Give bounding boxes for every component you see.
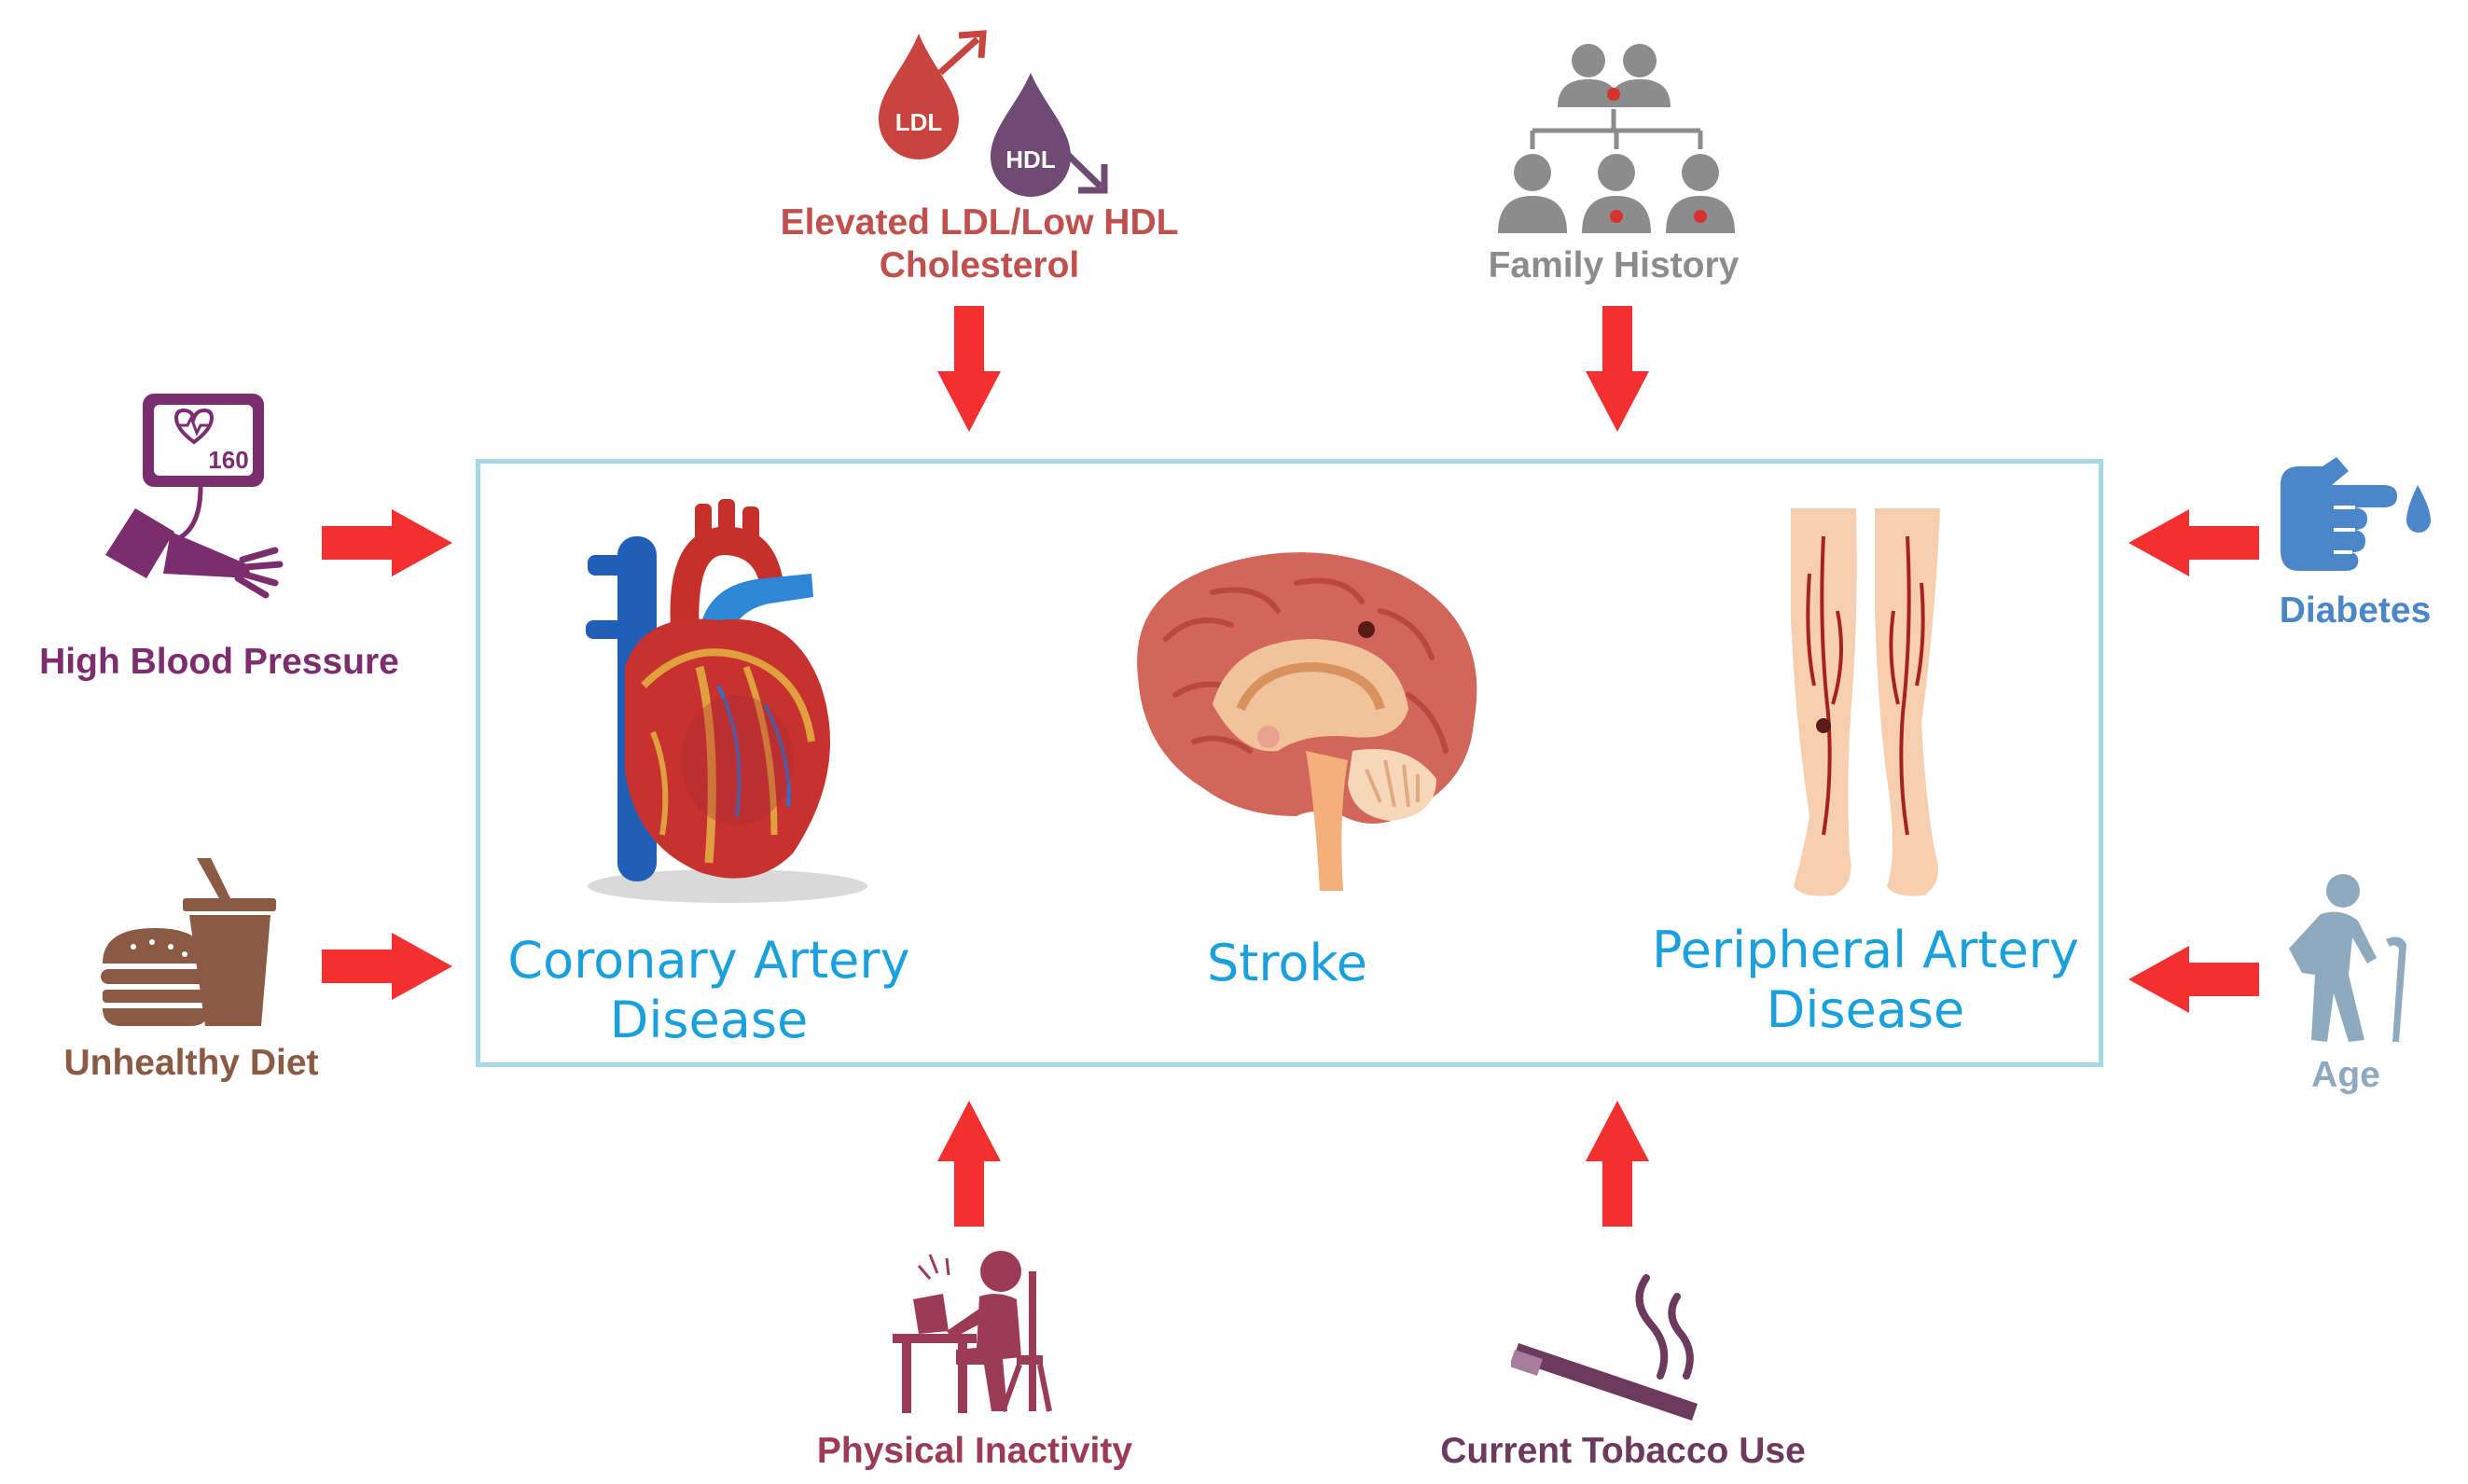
person-at-desk-icon [891, 1245, 1054, 1415]
hdl-text: HDL [1005, 146, 1056, 173]
arrow-diet-right [322, 933, 452, 1000]
brain-illustration [1101, 536, 1502, 900]
cholesterol-icon: LDL HDL [867, 26, 1119, 203]
arrow-blood-pressure-right [322, 509, 452, 576]
peripheral-artery-disease-label: Peripheral Artery Disease [1652, 921, 2079, 1039]
family-history-label: Family History [1488, 245, 1740, 285]
family-tree-icon [1491, 33, 1742, 238]
legs-illustration [1768, 499, 1963, 900]
cigarette-icon [1511, 1273, 1726, 1422]
unhealthy-diet-label: Unhealthy Diet [63, 1043, 319, 1083]
coronary-artery-disease-label: Coronary Artery Disease [507, 931, 910, 1049]
diabetes-finger-drop-icon [2267, 457, 2439, 574]
high-blood-pressure-label: High Blood Pressure [39, 642, 399, 682]
heart-illustration [560, 499, 877, 909]
elderly-person-icon [2276, 872, 2425, 1045]
physical-inactivity-label: Physical Inactivity [816, 1431, 1133, 1471]
bp-reading: 160 [208, 446, 248, 474]
diabetes-label: Diabetes [2279, 590, 2432, 631]
cholesterol-label: Elevated LDL/Low HDL Cholesterol [780, 202, 1179, 285]
cardiovascular-disease-box [476, 459, 2103, 1067]
ldl-text: LDL [895, 108, 943, 136]
arrow-diabetes-left [2128, 509, 2259, 576]
arrow-cholesterol-down [937, 306, 1001, 432]
arrow-age-left [2128, 946, 2259, 1013]
stroke-label: Stroke [1206, 934, 1368, 992]
arrow-tobacco-up [1586, 1101, 1649, 1227]
arrow-inactivity-up [937, 1101, 1001, 1227]
arrow-family-history-down [1586, 306, 1649, 432]
age-label: Age [2311, 1055, 2380, 1095]
fast-food-icon [101, 853, 287, 1031]
current-tobacco-use-label: Current Tobacco Use [1440, 1431, 1806, 1471]
blood-pressure-monitor-icon: 160 [89, 392, 294, 634]
